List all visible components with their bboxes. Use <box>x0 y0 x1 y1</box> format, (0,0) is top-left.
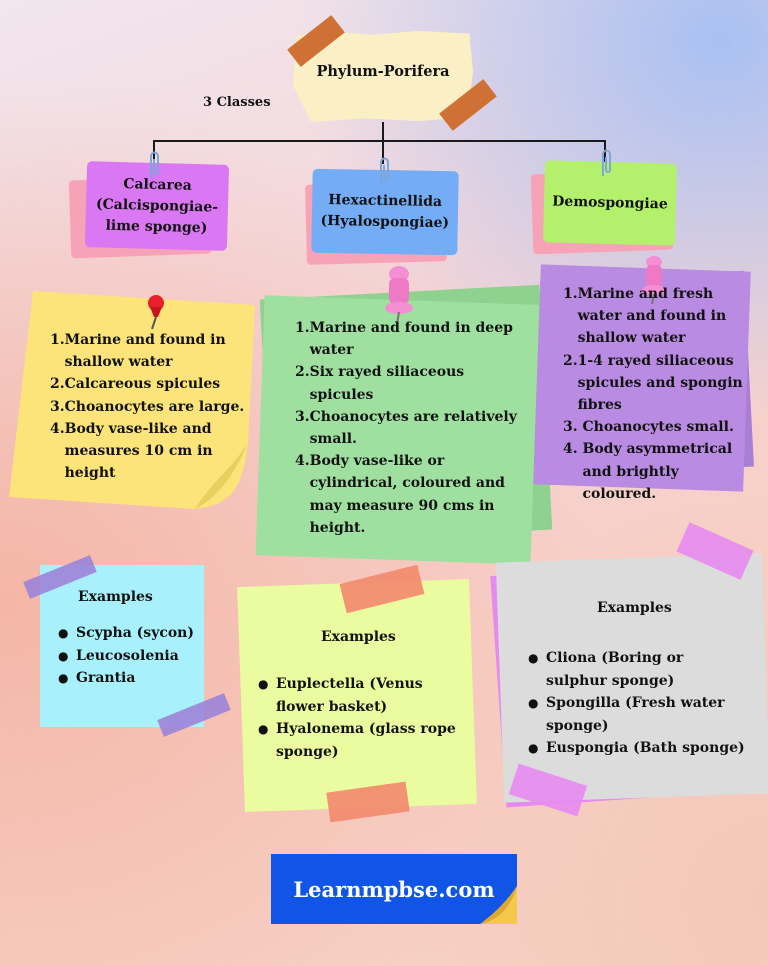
list-item: 1.Marine and fresh water and found in sh… <box>563 286 727 347</box>
characteristics-list-demospongiae: 1.Marine and fresh water and found in sh… <box>563 283 751 505</box>
page-curl-icon <box>480 886 517 924</box>
list-item: 2.Calcareous spicules <box>50 376 221 393</box>
list-item: ●Leucosolenia <box>58 647 179 664</box>
list-item: 1.Marine and found in deep water <box>295 320 513 359</box>
paper-clip-icon <box>380 157 389 184</box>
examples-list-hexactinellida: ●Euplectella (Venus flower basket) ●Hyal… <box>258 673 472 763</box>
brand-banner: Learnmpbse.com <box>271 854 517 924</box>
class-name: Demospongiae <box>552 192 668 213</box>
list-item: ●Hyalonema (glass rope sponge) <box>258 721 456 760</box>
characteristics-note-calcarea <box>5 283 258 511</box>
list-item: 3. Choanocytes small. <box>563 419 734 436</box>
push-pin-icon <box>148 295 164 330</box>
phylum-title: Phylum-Porifera <box>316 63 450 80</box>
paper-clip-icon <box>602 149 611 176</box>
push-pin-icon <box>385 266 413 325</box>
connector-center <box>382 140 384 164</box>
examples-title: Examples <box>321 629 396 645</box>
list-item: ●Euspongia (Bath sponge) <box>528 740 745 756</box>
list-item: 3.Choanocytes are large. <box>50 398 245 415</box>
connector-trunk <box>382 122 384 142</box>
list-item: 4. Body asymmetrical and brightly colour… <box>563 441 733 502</box>
list-item: ●Spongilla (Fresh water sponge) <box>528 695 725 734</box>
characteristics-list-hexactinellida: 1.Marine and found in deep water 2.Six r… <box>295 317 517 539</box>
note-paper <box>9 291 255 509</box>
list-item: 1.Marine and found in shallow water <box>50 332 226 371</box>
paper-clip-icon <box>150 151 159 178</box>
list-item: 2.1-4 rayed siliaceous spicules and spon… <box>563 352 743 414</box>
list-item: 2.Six rayed siliaceous spicules <box>295 364 465 403</box>
examples-list-demospongiae: ●Cliona (Boring or sulphur sponge) ●Spon… <box>528 647 748 760</box>
characteristics-list-calcarea: 1.Marine and found in shallow water 2.Ca… <box>50 329 250 484</box>
examples-title: Examples <box>78 589 153 605</box>
classes-label: 3 Classes <box>203 95 271 110</box>
list-item: 3.Choanocytes are relatively small. <box>295 408 517 448</box>
list-item: 4.Body vase-like and measures 10 cm in h… <box>50 420 213 482</box>
list-item: ●Scypha (sycon) <box>58 625 194 641</box>
push-pin-icon <box>642 256 666 305</box>
connector-right <box>604 140 606 164</box>
class-name: Calcarea (Calcispongiae- lime sponge) <box>95 175 219 236</box>
list-item: ●Cliona (Boring or sulphur sponge) <box>528 650 684 689</box>
brand-text: Learnmpbse.com <box>293 876 495 902</box>
list-item: ●Grantia <box>58 670 136 686</box>
connector-horizontal <box>153 140 606 142</box>
list-item: ●Euplectella (Venus flower basket) <box>258 676 423 715</box>
list-item: 4.Body vase-like or cylindrical, coloure… <box>295 453 505 536</box>
examples-title: Examples <box>597 600 672 616</box>
class-name: Hexactinellida (Hyalospongiae) <box>320 192 450 232</box>
examples-note-calcarea <box>40 565 204 727</box>
examples-list-calcarea: ●Scypha (sycon) ●Leucosolenia ●Grantia <box>58 622 204 690</box>
